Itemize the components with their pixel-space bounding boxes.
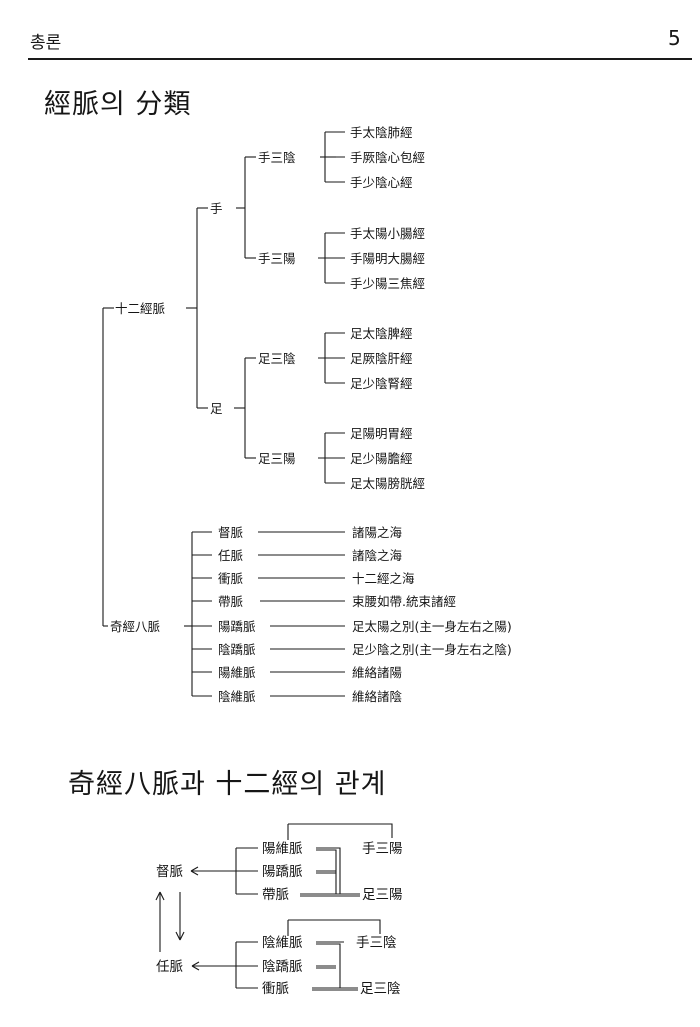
eight-extraordinary-label: 奇經八脈 bbox=[110, 619, 161, 634]
extra-vessel-name: 陰蹻脈 bbox=[218, 642, 256, 657]
yang-qiao-label: 陽蹻脈 bbox=[262, 863, 303, 880]
ren-vessel-label: 任脈 bbox=[156, 959, 183, 975]
extra-vessel-desc: 維絡諸陰 bbox=[352, 689, 403, 704]
classification-title: 經脈의 分類 bbox=[44, 89, 192, 120]
header-rule bbox=[28, 58, 692, 60]
channel-liver: 足厥陰肝經 bbox=[350, 351, 413, 366]
relation-title: 奇經八脈과 十二經의 관계 bbox=[68, 769, 387, 800]
hand-three-yang-target: 手三陽 bbox=[362, 841, 403, 857]
channel-spleen: 足太陰脾經 bbox=[350, 326, 413, 341]
tree-labels: 十二經脈 手 足 手三陰 手三陽 足三陰 足三陽 手太陰肺經 手厥陰心包經 手少… bbox=[110, 125, 512, 704]
channel-triple-burner: 手少陽三焦經 bbox=[350, 276, 425, 291]
chong-vessel-label: 衝脈 bbox=[262, 981, 289, 997]
channel-kidney: 足少陰腎經 bbox=[350, 376, 413, 391]
extra-vessel-name: 陽蹻脈 bbox=[218, 619, 256, 634]
extra-vessel-name: 帶脈 bbox=[218, 594, 244, 609]
foot-label: 足 bbox=[210, 401, 223, 416]
channel-small-intestine: 手太陽小腸經 bbox=[350, 226, 425, 241]
hand-three-yin-label: 手三陰 bbox=[258, 150, 296, 165]
extra-vessel-name: 衝脈 bbox=[218, 571, 244, 586]
du-vessel-label: 督脈 bbox=[156, 864, 183, 880]
extra-vessel-desc: 諸陰之海 bbox=[352, 548, 403, 563]
foot-three-yang-label: 足三陽 bbox=[258, 451, 296, 466]
page-number: 5 bbox=[668, 26, 681, 50]
yang-wei-label: 陽維脈 bbox=[262, 841, 303, 857]
foot-three-yin-label: 足三陰 bbox=[258, 351, 296, 366]
extra-vessel-name: 督脈 bbox=[218, 525, 244, 540]
extra-vessel-name: 陽維脈 bbox=[218, 665, 256, 680]
hand-three-yin-target: 手三陰 bbox=[356, 935, 397, 951]
foot-three-yang-target: 足三陽 bbox=[362, 887, 403, 903]
extra-vessel-name: 任脈 bbox=[218, 548, 244, 563]
relation-lines bbox=[155, 823, 393, 991]
chapter-header: 총론 bbox=[30, 33, 62, 53]
channel-bladder: 足太陽膀胱經 bbox=[350, 476, 425, 491]
twelve-meridians-label: 十二經脈 bbox=[115, 301, 166, 316]
extra-vessel-desc: 足太陽之別(主一身左右之陽) bbox=[352, 619, 512, 634]
channel-stomach: 足陽明胃經 bbox=[350, 426, 413, 441]
channel-pericardium: 手厥陰心包經 bbox=[350, 150, 425, 165]
tree-lines bbox=[102, 131, 345, 697]
extra-vessel-desc: 十二經之海 bbox=[352, 571, 415, 586]
channel-lung: 手太陰肺經 bbox=[350, 125, 413, 140]
hand-label: 手 bbox=[210, 201, 223, 216]
extra-vessel-desc: 束腰如帶.統束諸經 bbox=[352, 594, 456, 609]
channel-heart: 手少陰心經 bbox=[350, 175, 413, 190]
extra-vessel-name: 陰維脈 bbox=[218, 689, 256, 704]
channel-large-intestine: 手陽明大腸經 bbox=[350, 251, 425, 266]
foot-three-yin-target: 足三陰 bbox=[360, 981, 401, 997]
yin-wei-label: 陰維脈 bbox=[262, 935, 303, 951]
extra-vessel-desc: 足少陰之別(主一身左右之陰) bbox=[352, 642, 512, 657]
channel-gallbladder: 足少陽膽經 bbox=[350, 451, 413, 466]
dai-vessel-label: 帶脈 bbox=[262, 887, 289, 903]
relation-labels: 督脈 任脈 陽維脈 陽蹻脈 帶脈 手三陽 足三陽 陰維脈 陰蹻脈 衝脈 手三陰 … bbox=[156, 841, 403, 997]
hand-three-yang-label: 手三陽 bbox=[258, 251, 296, 266]
extra-vessel-desc: 維絡諸陽 bbox=[352, 665, 402, 680]
extra-vessel-desc: 諸陽之海 bbox=[352, 525, 403, 540]
yin-qiao-label: 陰蹻脈 bbox=[262, 958, 303, 975]
